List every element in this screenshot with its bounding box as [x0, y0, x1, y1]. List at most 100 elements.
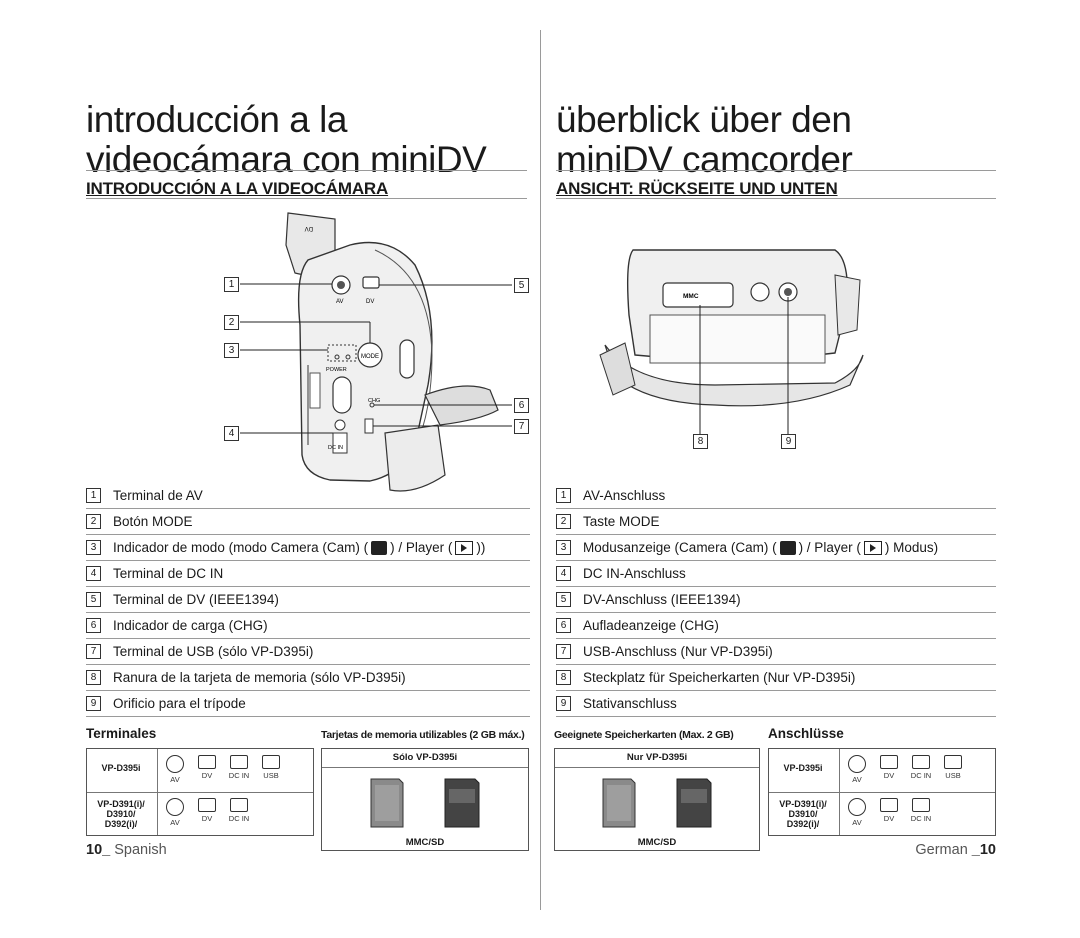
- item-number: 8: [556, 670, 571, 685]
- item-text: Terminal de DC IN: [113, 566, 224, 581]
- dv-port: DV: [873, 798, 905, 827]
- terminal-row-1: VP-D395i AV DV DC IN USB: [769, 749, 995, 793]
- center-divider: [540, 30, 541, 910]
- dv-port: DV: [191, 798, 223, 827]
- right-terminals-heading: Anschlüsse: [768, 726, 844, 741]
- dv-port: DV: [873, 755, 905, 784]
- dv-port-icon: [198, 798, 216, 812]
- item-number: 7: [556, 644, 571, 659]
- item-number: 5: [86, 592, 101, 607]
- play-icon: [863, 540, 882, 555]
- dcin-port-icon: [912, 755, 930, 769]
- dv-port-icon: [880, 798, 898, 812]
- left-footer: 10_ Spanish: [86, 842, 167, 858]
- item-text: DV-Anschluss (IEEE1394): [583, 592, 741, 607]
- usb-port-icon: [944, 755, 962, 769]
- item-text: Terminal de DV (IEEE1394): [113, 592, 279, 607]
- language-label: German: [915, 842, 968, 858]
- list-item: 1 AV-Anschluss: [556, 483, 996, 509]
- dv-port-icon: [880, 755, 898, 769]
- item-number: 2: [86, 514, 101, 529]
- usb-port: USB: [255, 755, 287, 784]
- usb-port-icon: [262, 755, 280, 769]
- left-section-rule: [86, 198, 527, 199]
- left-cards-box: Sólo VP-D395i MMC/SD: [321, 748, 529, 851]
- av-jack-icon: [166, 798, 184, 816]
- right-terminals-box: VP-D395i AV DV DC IN USB VP-D391(i)/ D39…: [768, 748, 996, 836]
- camera-icon: [371, 540, 388, 555]
- item-text-mid: ) / Player (: [390, 540, 453, 555]
- callout-3: 3: [224, 343, 239, 358]
- item-text: Ranura de la tarjeta de memoria (sólo VP…: [113, 670, 406, 685]
- item-text: Terminal de USB (sólo VP-D395i): [113, 644, 314, 659]
- right-title-rule: [556, 170, 996, 171]
- camcorder-back-illustration: DV AV DV MODE POWER CHG DC IN: [240, 212, 512, 492]
- item-text-after: )): [476, 540, 486, 555]
- right-section-rule: [556, 198, 996, 199]
- list-item: 7 USB-Anschluss (Nur VP-D395i): [556, 639, 996, 665]
- right-cards-box: Nur VP-D395i MMC/SD: [554, 748, 760, 851]
- item-text-before: Modusanzeige (Camera (Cam) (: [583, 540, 777, 555]
- item-text-before: Indicador de modo (modo Camera (Cam) (: [113, 540, 369, 555]
- left-section-heading: INTRODUCCIÓN A LA VIDEOCÁMARA: [86, 179, 389, 198]
- left-terminals-heading: Terminales: [86, 726, 157, 741]
- mmc-sd-cards-illustration: [602, 778, 712, 828]
- av-port: AV: [159, 798, 191, 827]
- camcorder-bottom-illustration: MMC: [599, 249, 864, 435]
- language-label: Spanish: [114, 842, 167, 858]
- mode-button-label: MODE: [361, 354, 379, 360]
- cards-only-label: Nur VP-D395i: [555, 749, 759, 768]
- list-item: 1 Terminal de AV: [86, 483, 530, 509]
- item-number: 4: [86, 566, 101, 581]
- usb-port: USB: [937, 755, 969, 784]
- dv-port-icon: [198, 755, 216, 769]
- dcin-label: DC IN: [328, 445, 343, 451]
- dcin-port-icon: [912, 798, 930, 812]
- item-number: 9: [556, 696, 571, 711]
- callout-7: 7: [514, 419, 529, 434]
- page-number: _10: [971, 842, 996, 858]
- terminal-row-2: VP-D391(i)/ D3910/ D392(i)/ AV DV DC IN: [769, 792, 995, 835]
- dv-port-label: DV: [366, 299, 374, 305]
- dcin-port-icon: [230, 755, 248, 769]
- item-number: 1: [86, 488, 101, 503]
- callout-9: 9: [781, 434, 796, 449]
- dcin-port: DC IN: [223, 755, 255, 784]
- av-port-label: AV: [336, 299, 344, 305]
- item-text-after: ) Modus): [884, 540, 939, 555]
- list-item: 9 Orificio para el trípode: [86, 691, 530, 717]
- av-jack-icon: [848, 755, 866, 773]
- callout-5: 5: [514, 278, 529, 293]
- item-number: 6: [556, 618, 571, 633]
- dcin-port: DC IN: [905, 798, 937, 827]
- item-number: 1: [556, 488, 571, 503]
- left-terminals-box: VP-D395i AV DV DC IN USB VP-D391(i)/ D39…: [86, 748, 314, 836]
- callout-2: 2: [224, 315, 239, 330]
- item-number: 5: [556, 592, 571, 607]
- right-cards-heading: Geeignete Speicherkarten (Max. 2 GB): [554, 729, 734, 741]
- item-text: Orificio para el trípode: [113, 696, 246, 711]
- item-text-mid: ) / Player (: [798, 540, 861, 555]
- dcin-port: DC IN: [905, 755, 937, 784]
- dv-port: DV: [191, 755, 223, 784]
- item-number: 3: [86, 540, 101, 555]
- item-number: 4: [556, 566, 571, 581]
- right-footer: German _10: [915, 842, 996, 858]
- svg-text:DV: DV: [305, 225, 313, 231]
- item-text: USB-Anschluss (Nur VP-D395i): [583, 644, 773, 659]
- item-text: Terminal de AV: [113, 488, 203, 503]
- item-text: Taste MODE: [583, 514, 660, 529]
- item-number: 9: [86, 696, 101, 711]
- item-text: AV-Anschluss: [583, 488, 666, 503]
- mmc-sd-cards-illustration: [370, 778, 480, 828]
- left-title-line2: videocámara con miniDV: [86, 139, 487, 180]
